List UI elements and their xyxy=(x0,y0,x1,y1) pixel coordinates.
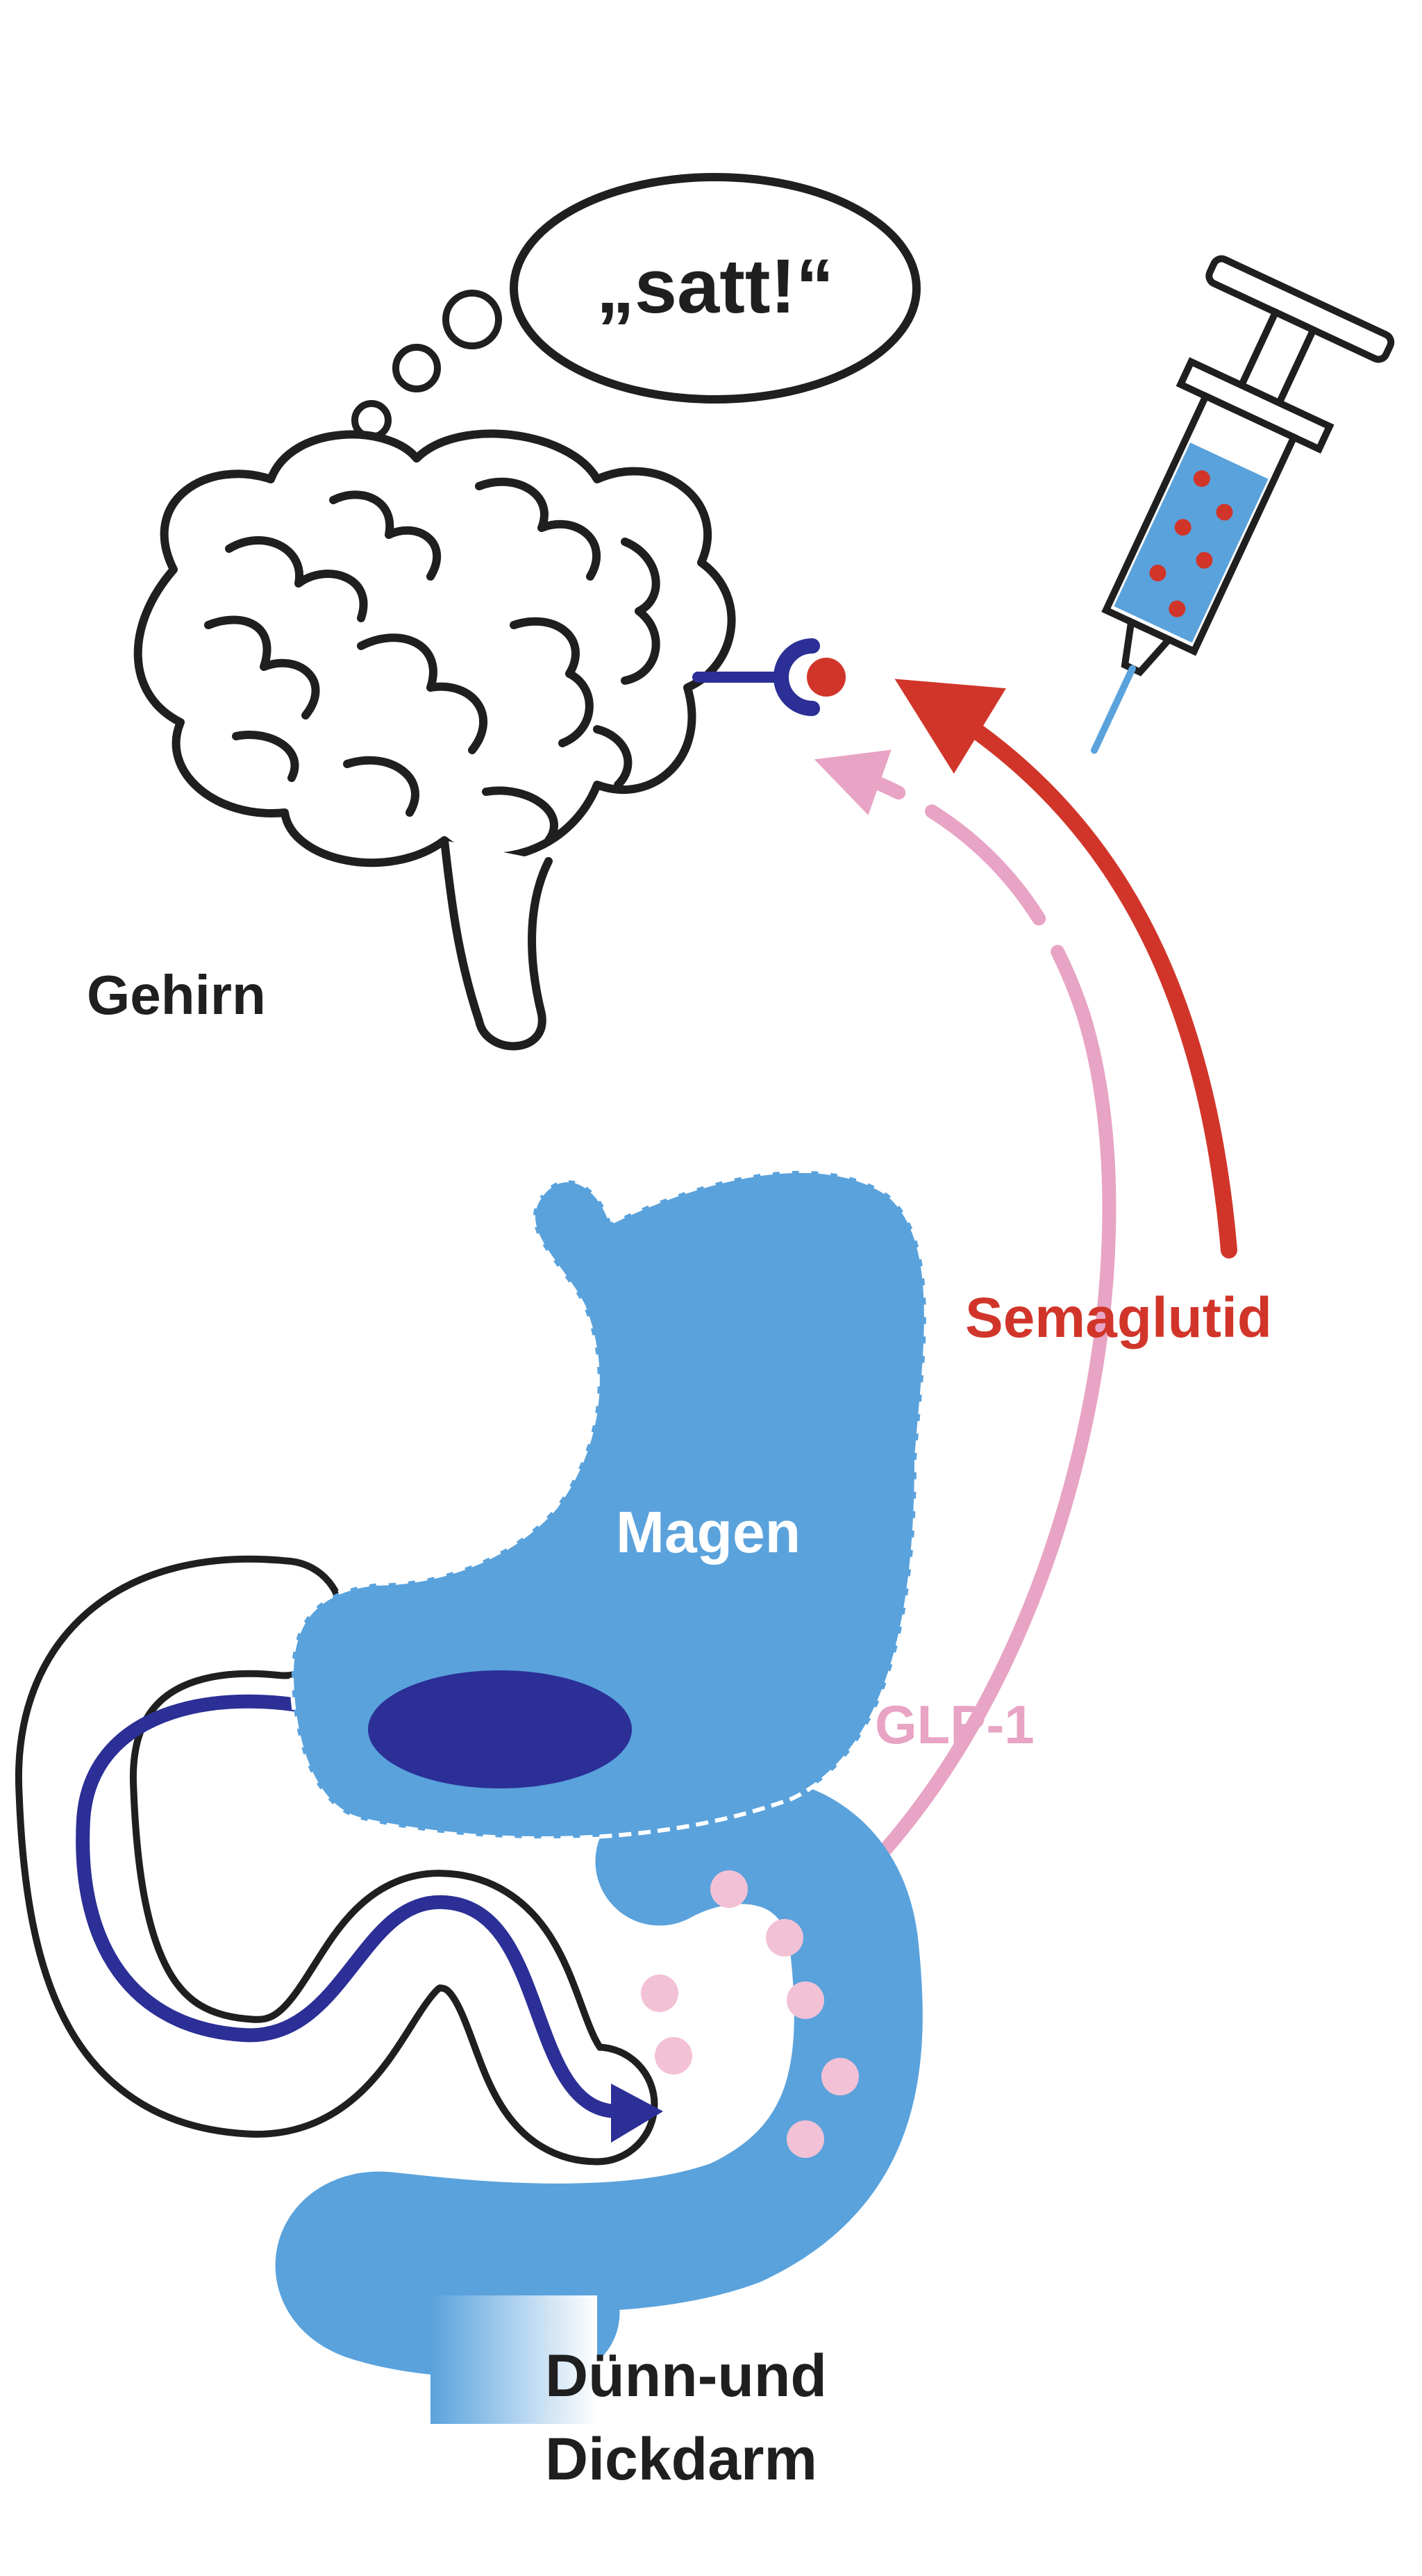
thought-bubble: „satt!“ xyxy=(351,173,921,440)
stomach-icon xyxy=(289,1168,928,1841)
brain-label: Gehirn xyxy=(87,964,266,1026)
intestine-label-line1: Dünn-und xyxy=(545,2343,827,2409)
intestine-icon xyxy=(276,1775,923,2424)
small-intestine-icon xyxy=(15,1555,663,2166)
brain-icon xyxy=(133,429,736,1051)
receptor-icon xyxy=(692,638,846,716)
syringe-icon xyxy=(1091,255,1395,754)
stomach-label: Magen xyxy=(616,1499,801,1565)
glp1-label: GLP-1 xyxy=(875,1694,1035,1755)
semaglutid-label: Semaglutid xyxy=(965,1286,1272,1349)
intestine-label-line2: Dickdarm xyxy=(545,2426,817,2493)
thought-text: „satt!“ xyxy=(596,244,834,329)
semaglutid-arrow xyxy=(894,679,1237,1258)
glp1-arrow xyxy=(814,749,1116,1868)
